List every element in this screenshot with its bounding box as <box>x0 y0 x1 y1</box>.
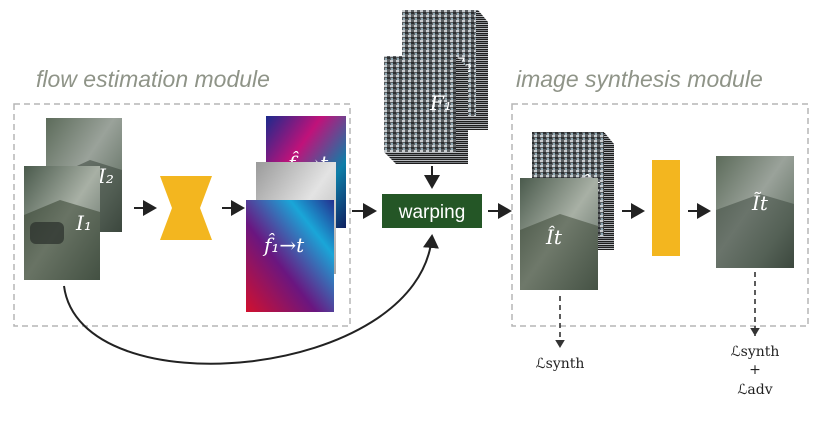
warping-label: warping <box>398 202 466 223</box>
warped-image-label: Ît <box>545 225 563 249</box>
output-label: Ĩt <box>751 191 769 215</box>
synthesis-module-border <box>511 103 809 327</box>
loss-plus: + <box>749 362 761 378</box>
arrow-skip-input-to-warping <box>63 234 439 365</box>
flow1-label: f̂₁→t <box>262 233 305 257</box>
flow-module-border <box>13 103 351 327</box>
synthesis-network-icon <box>652 160 680 256</box>
input-frame-1: I₁ <box>24 166 100 280</box>
loss-adv: ℒadv <box>737 382 772 398</box>
flow-network-icon <box>160 176 212 240</box>
output-frame: Ĩt <box>716 156 794 268</box>
loss-synth-left: ℒsynth <box>536 356 585 372</box>
loss-synth-right: ℒsynth <box>731 344 780 360</box>
frame1-label: I₁ <box>75 211 92 235</box>
feature-map-1: F₁ <box>384 56 468 164</box>
flow-map-1: f̂₁→t <box>246 200 334 312</box>
warped-image: Ît <box>520 178 598 290</box>
feature1-label: F₁ <box>429 91 452 115</box>
warping-block: warping <box>382 194 482 228</box>
synthesis-module-title: image synthesis module <box>516 66 763 92</box>
frame2-label: I₂ <box>97 164 114 188</box>
flow-module-title: flow estimation module <box>36 66 270 92</box>
